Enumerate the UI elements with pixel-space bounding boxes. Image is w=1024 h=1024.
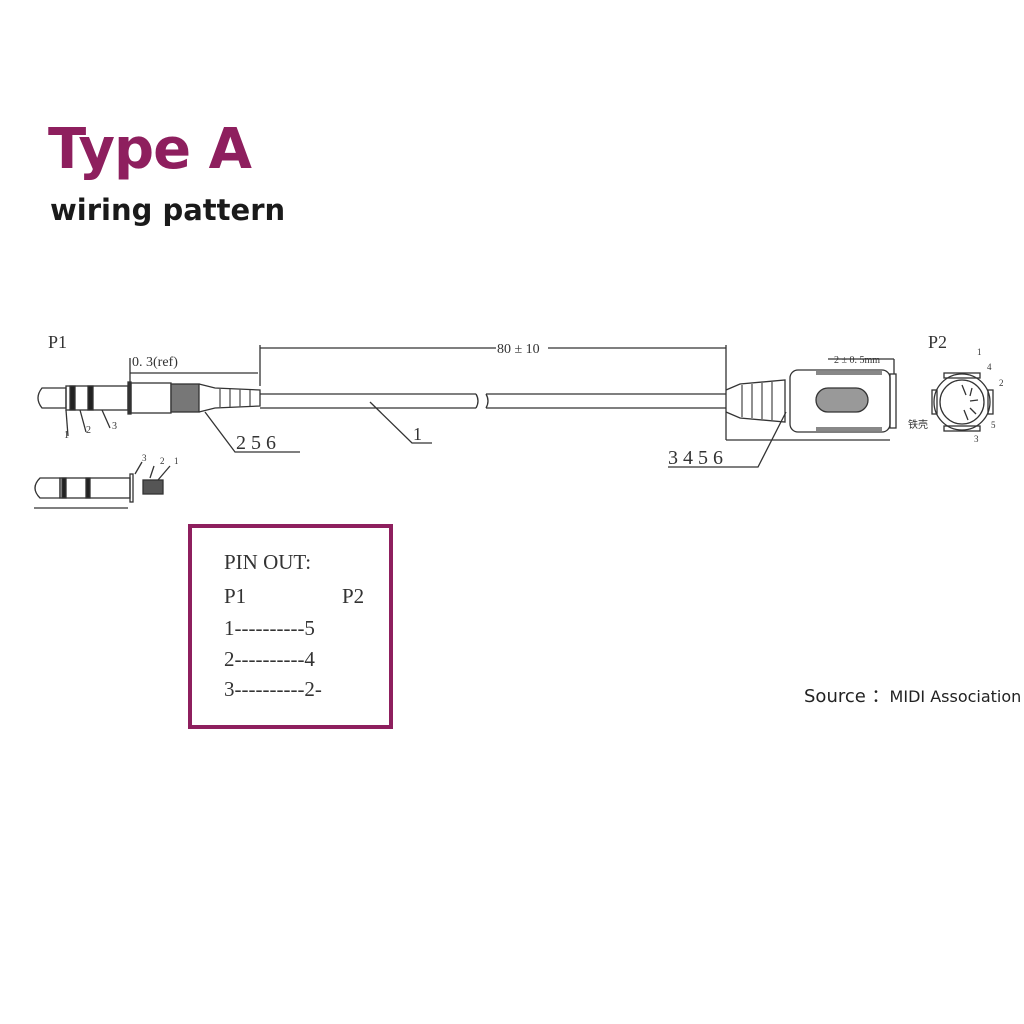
din-pin-3: 3	[974, 434, 979, 444]
cable-callout: 1	[413, 424, 422, 444]
pinout-title: PIN OUT:	[224, 550, 312, 574]
p1-callout: 2 5 6	[236, 432, 276, 454]
p2-label: P2	[928, 332, 947, 352]
pinout-row: 2----------4	[224, 647, 315, 671]
ref-dimension: 0. 3(ref)	[132, 355, 178, 370]
pinout-box: PIN OUT: P1 P2 1----------5 2----------4…	[188, 524, 393, 729]
detail-pin-3: 3	[142, 453, 147, 463]
p1-label: P1	[48, 332, 67, 352]
page-subtitle: wiring pattern	[50, 193, 286, 227]
din-pin-5: 5	[991, 420, 996, 430]
pinout-col-p1: P1	[224, 584, 247, 608]
pinout-row: 1----------5	[224, 616, 315, 640]
din-face	[931, 372, 994, 432]
din-connector	[725, 369, 897, 441]
din-pin-2: 2	[999, 378, 1004, 388]
page-title: Type A	[48, 117, 252, 182]
cable	[260, 393, 726, 409]
detail-pin-2: 2	[160, 456, 165, 466]
plug-pin-3: 3	[112, 421, 117, 432]
source-label: Source ：	[804, 686, 890, 707]
stereo-plug	[37, 381, 261, 437]
p2-callout: 3 4 5 6	[668, 447, 723, 469]
din-pin-1: 1	[977, 347, 982, 357]
pinout-row: 3----------2-	[224, 677, 322, 701]
plug-pin-2: 2	[86, 425, 91, 436]
plug-detail	[34, 461, 171, 509]
pinout-col-p2: P2	[342, 584, 365, 608]
detail-pin-1: 1	[174, 456, 179, 466]
source-credit: Source ：MIDI Association	[804, 682, 1021, 708]
length-dimension: 80 ± 10	[497, 342, 540, 357]
din-shell-label: 铁壳	[908, 418, 928, 431]
din-pin-4: 4	[987, 362, 992, 372]
plug-pin-1: 1	[64, 430, 69, 441]
source-org: MIDI Association	[889, 687, 1022, 706]
shell-dimension: 2 ± 0. 5mm	[834, 355, 880, 366]
